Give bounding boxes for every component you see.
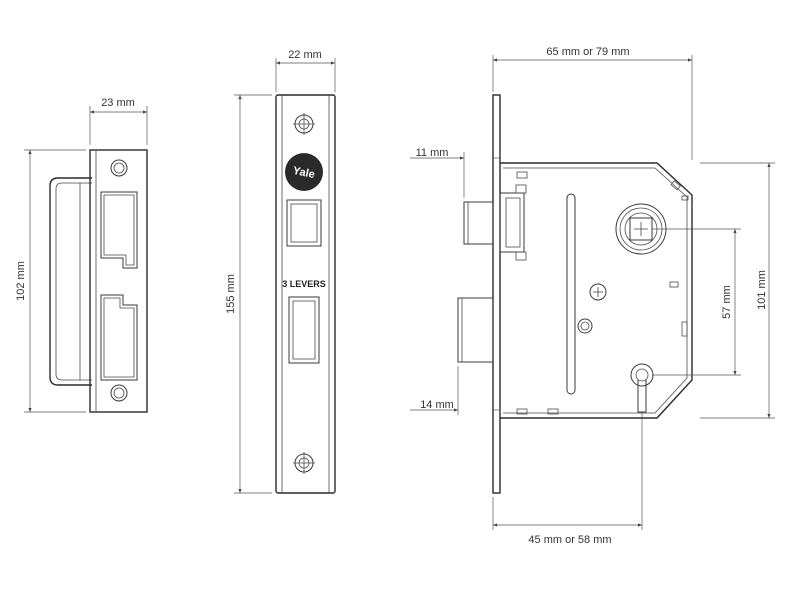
latch-bolt [463,184,527,261]
faceplate-height-label: 155 mm [225,274,237,314]
backset-label: 45 mm or 58 mm [528,534,611,546]
forend [492,94,501,494]
strike-width-label: 23 mm [101,97,135,109]
screw-hole [110,384,128,402]
levers-label: 3 LEVERS [282,279,326,289]
faceplate: Yale 3 LEVERS 22 mm 155 mm [225,49,336,494]
deadbolt-projection-label: 14 mm [420,399,454,411]
keyhole [630,363,654,413]
brand-label: Yale [292,165,316,181]
latch-projection-label: 11 mm [416,147,449,159]
screw-hole [110,159,128,177]
strike-lip [49,177,92,386]
bolt-opening [100,294,138,381]
lever-slot [566,193,576,395]
case-outline [500,162,693,419]
case-depth-label: 65 mm or 79 mm [546,46,629,58]
faceplate-width-label: 22 mm [288,49,322,61]
case-screw [589,283,607,301]
centres-label: 57 mm [721,285,733,319]
faceplate-body [275,94,336,494]
strike-height-label: 102 mm [15,261,27,301]
lock-body: 57 mm 101 mm 65 mm or 79 mm 11 mm 14 mm … [410,46,775,546]
bolt-window [288,296,320,364]
case-height-label: 101 mm [756,270,768,310]
strike-plate-body [89,149,148,413]
stud [577,318,593,334]
latch-opening [100,191,138,269]
strike-plate: 23 mm 102 mm [15,97,148,413]
deadbolt [457,297,494,363]
yale-logo [285,153,323,191]
latch-window [286,199,322,247]
